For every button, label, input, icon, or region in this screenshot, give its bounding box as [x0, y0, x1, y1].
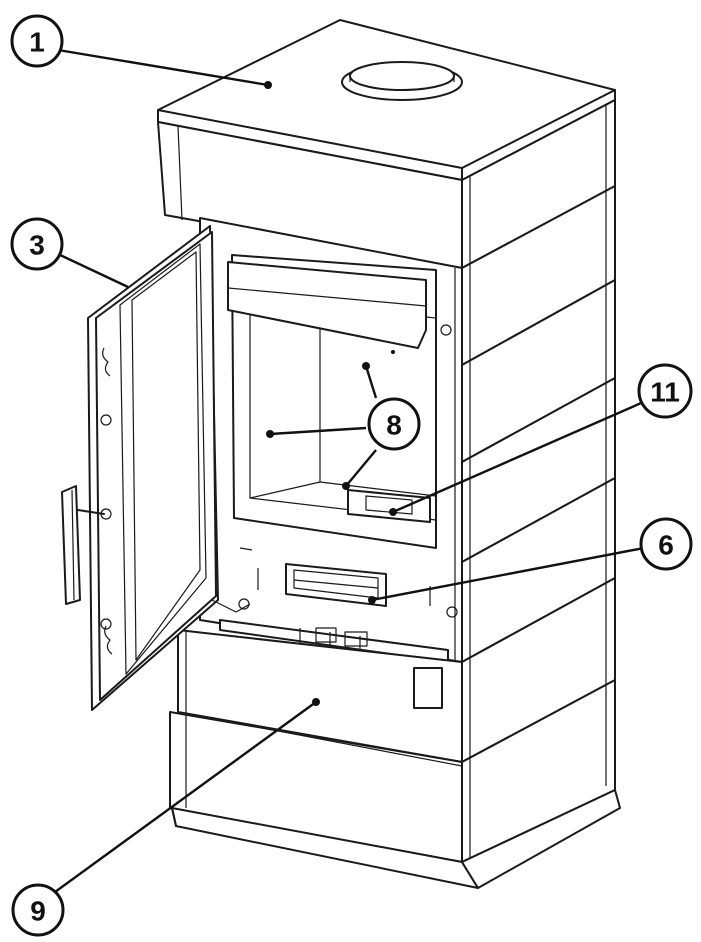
baffle-plate: [227, 261, 427, 349]
right-side-panels: [461, 99, 616, 863]
callout-8-label: 8: [386, 410, 402, 441]
callout-3: 3: [10, 217, 64, 271]
leader-lines: [54, 48, 649, 893]
callout-9-label: 9: [30, 896, 46, 927]
stove-body: [157, 19, 621, 889]
callout-6: 6: [639, 517, 693, 571]
callout-8: 8: [367, 397, 421, 451]
callout-11: 11: [637, 363, 693, 419]
callout-3-label: 3: [29, 230, 45, 261]
flue-collar: [341, 61, 463, 101]
callout-1: 1: [10, 14, 64, 68]
door-handle: [61, 485, 105, 605]
compartment-latch: [413, 667, 443, 709]
callout-6-label: 6: [658, 530, 674, 561]
callout-1-label: 1: [29, 27, 45, 58]
firebox-opening: [227, 254, 437, 549]
callout-9: 9: [11, 883, 65, 937]
callout-11-label: 11: [650, 377, 680, 408]
open-door: [61, 225, 251, 711]
